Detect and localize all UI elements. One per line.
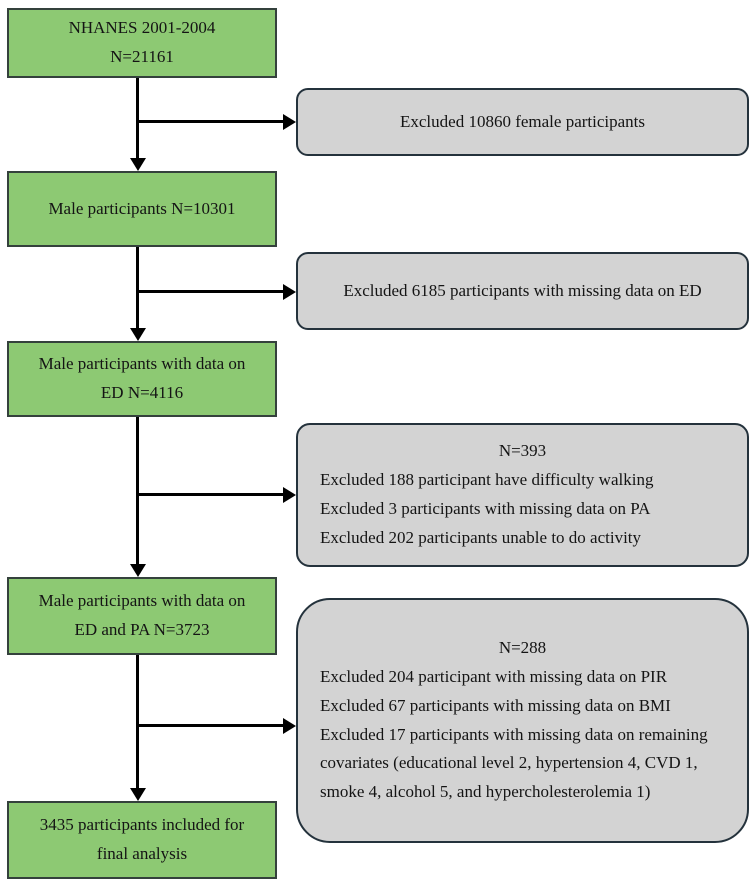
- arrow-down-icon: [130, 788, 146, 801]
- arrow-right-icon: [283, 487, 296, 503]
- exclusion-line: Excluded 188 participant have difficulty…: [320, 470, 654, 490]
- exclusion-line: Excluded 17 participants with missing da…: [320, 724, 708, 802]
- step-box-male-participants: Male participants N=10301: [7, 171, 277, 247]
- step-box-line: ED and PA N=3723: [74, 620, 210, 639]
- branch-line-3: [136, 493, 284, 496]
- step-box-line: 3435 participants included for: [39, 815, 245, 835]
- connector-line-1: [136, 78, 139, 159]
- step-box-line: N=21161: [110, 47, 174, 66]
- branch-line-4: [136, 724, 284, 727]
- step-box-line: Male participants N=10301: [48, 198, 236, 218]
- connector-line-2: [136, 247, 139, 329]
- exclusion-box-n288: N=288 Excluded 204 participant with miss…: [296, 598, 749, 843]
- exclusion-line: Excluded 67 participants with missing da…: [320, 695, 671, 715]
- arrow-down-icon: [130, 158, 146, 171]
- step-box-final-analysis: 3435 participants included for final ana…: [7, 801, 277, 879]
- connector-line-3: [136, 417, 139, 565]
- arrow-right-icon: [283, 284, 296, 300]
- step-box-data-on-ed: Male participants with data on ED N=4116: [7, 341, 277, 417]
- arrow-right-icon: [283, 114, 296, 130]
- arrow-down-icon: [130, 564, 146, 577]
- exclusion-line: Excluded 204 participant with missing da…: [320, 666, 668, 686]
- exclusion-header: N=288: [498, 637, 547, 657]
- step-box-line: Male participants with data on: [38, 591, 246, 611]
- exclusion-box-n393: N=393 Excluded 188 participant have diff…: [296, 423, 749, 567]
- exclusion-line: Excluded 202 participants unable to do a…: [320, 527, 642, 547]
- arrow-right-icon: [283, 718, 296, 734]
- exclusion-box-missing-ed: Excluded 6185 participants with missing …: [296, 252, 749, 330]
- step-box-nhanes: NHANES 2001-2004 N=21161: [7, 8, 277, 78]
- step-box-data-on-ed-pa: Male participants with data on ED and PA…: [7, 577, 277, 655]
- connector-line-4: [136, 655, 139, 789]
- step-box-line: NHANES 2001-2004: [68, 18, 216, 38]
- exclusion-line: Excluded 3 participants with missing dat…: [320, 499, 651, 518]
- branch-line-2: [136, 290, 284, 293]
- step-box-line: Male participants with data on: [38, 354, 246, 374]
- arrow-down-icon: [130, 328, 146, 341]
- exclusion-line: Excluded 6185 participants with missing …: [343, 280, 702, 300]
- exclusion-line: Excluded 10860 female participants: [400, 111, 645, 131]
- exclusion-box-female: Excluded 10860 female participants: [296, 88, 749, 156]
- branch-line-1: [136, 120, 284, 123]
- step-box-line: final analysis: [96, 844, 188, 863]
- exclusion-header: N=393: [498, 441, 547, 461]
- step-box-line: ED N=4116: [100, 383, 184, 402]
